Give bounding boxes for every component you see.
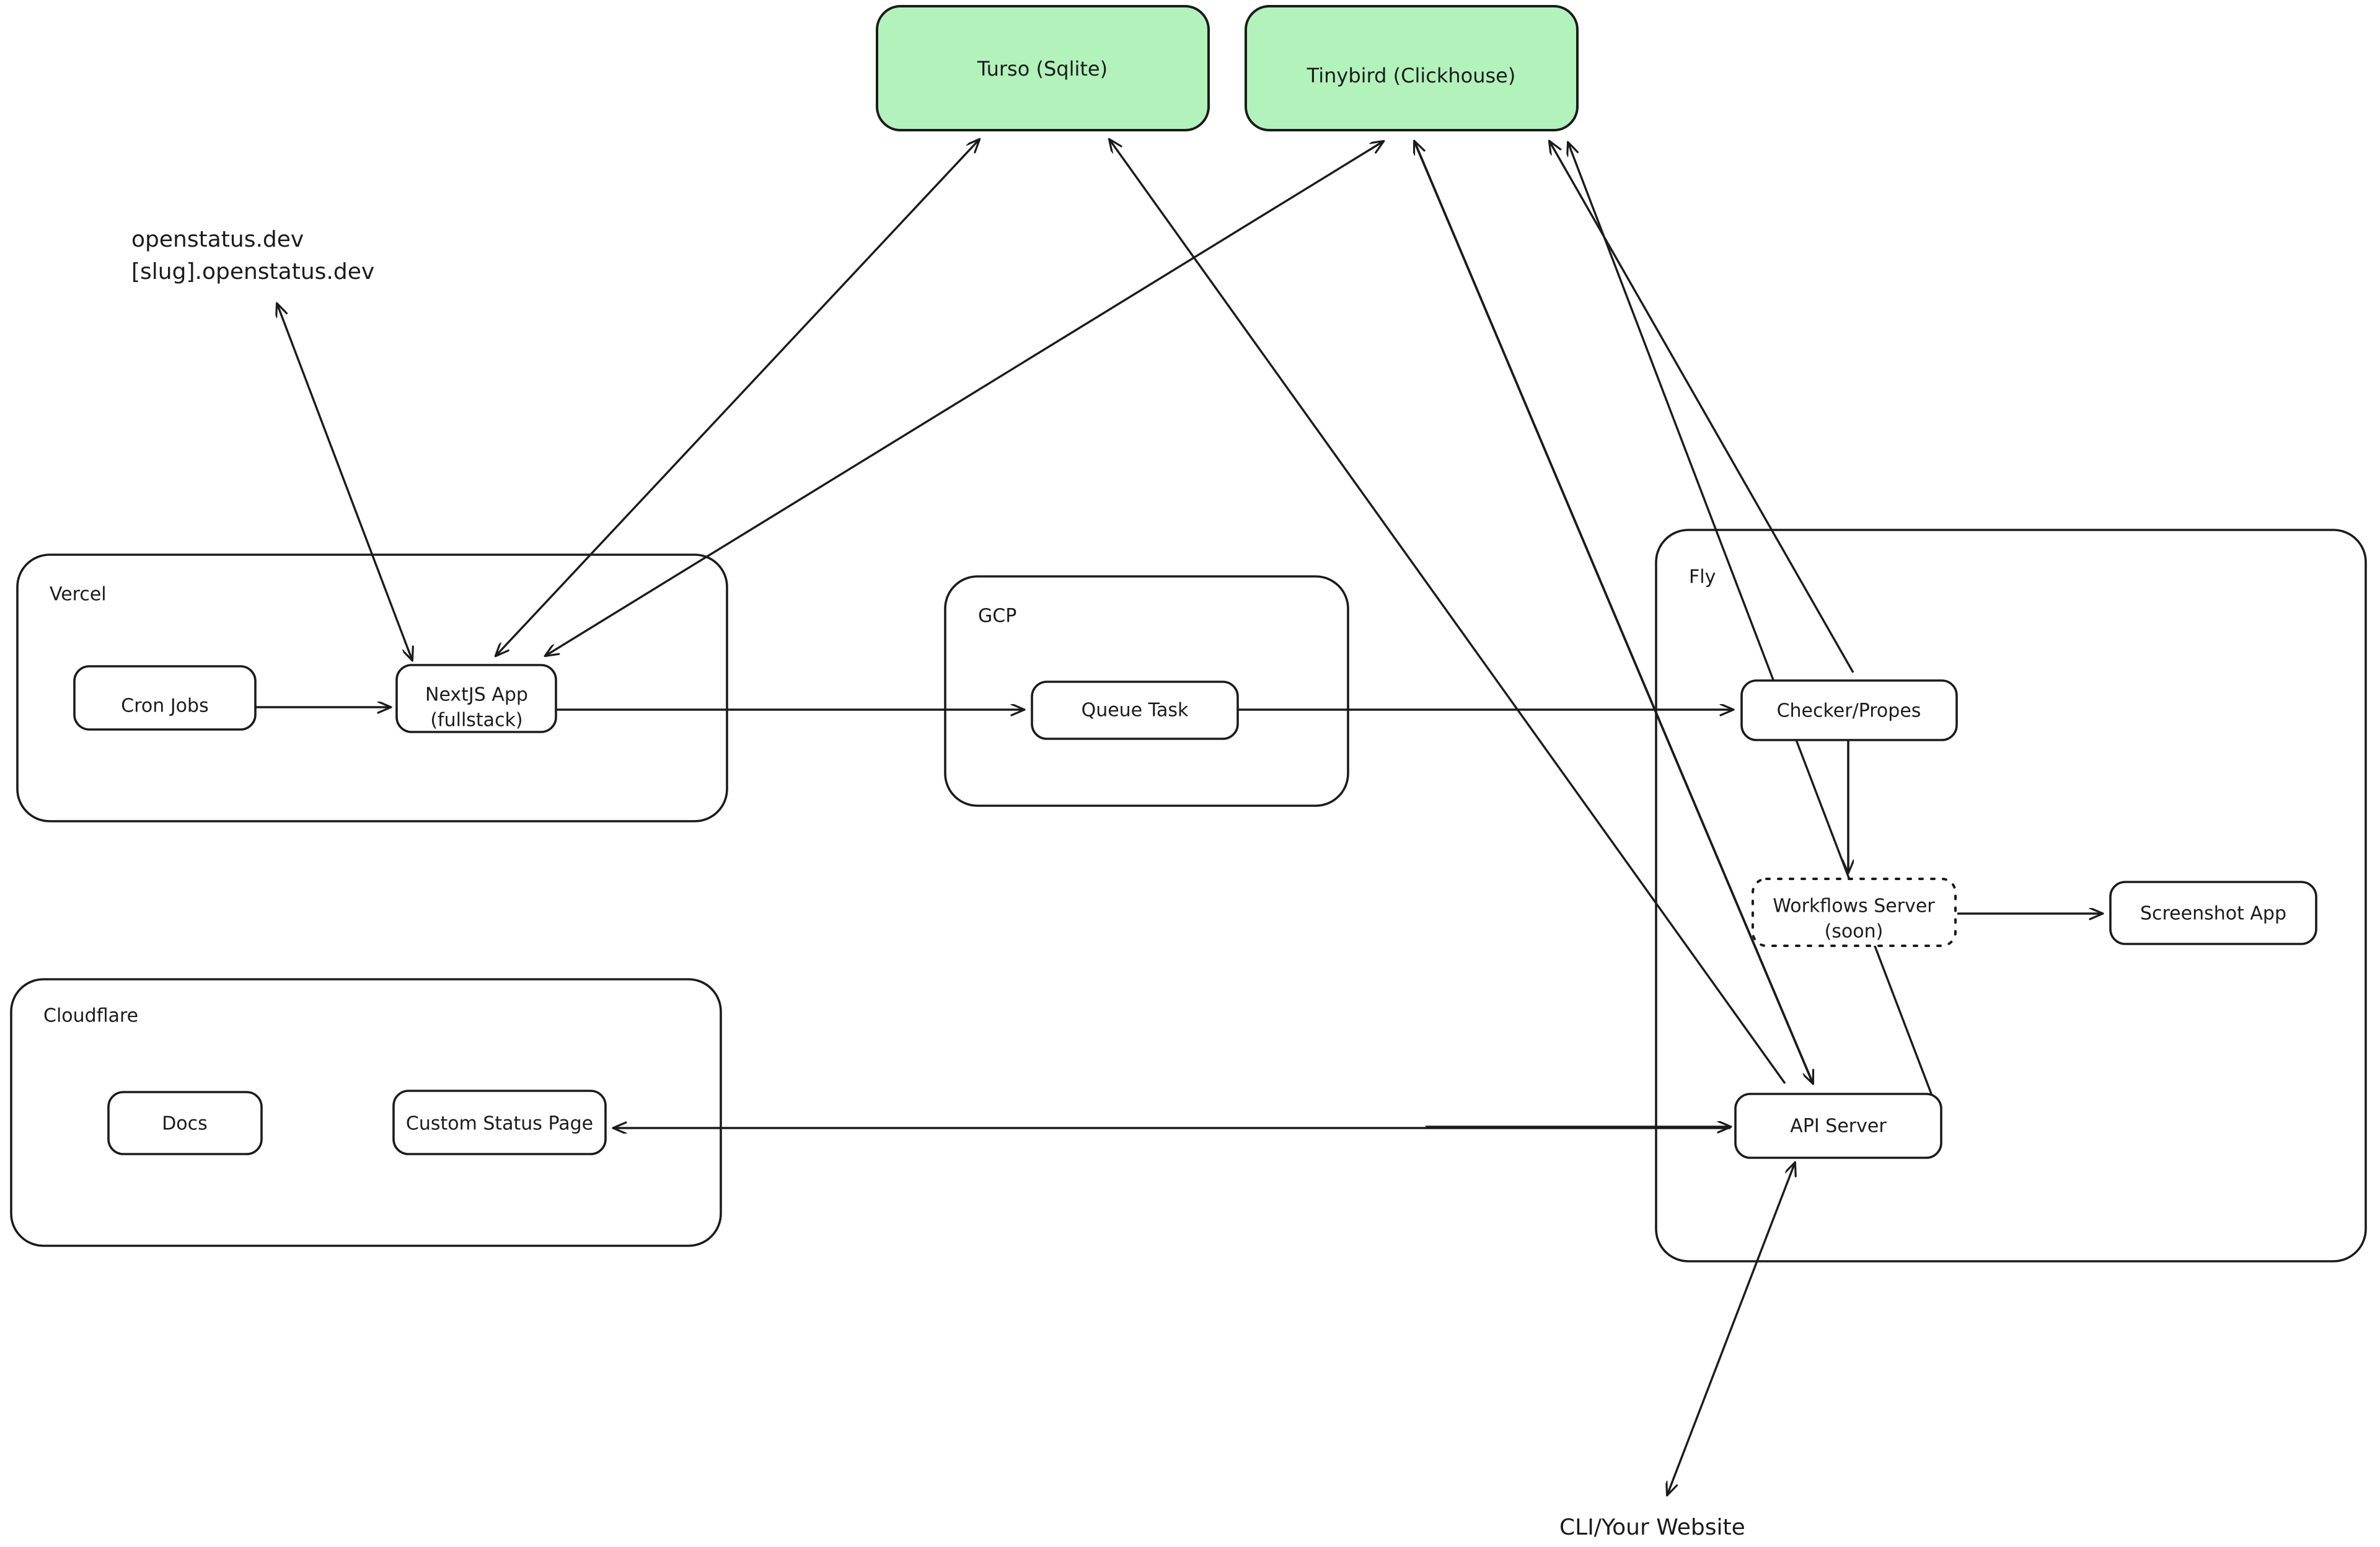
- edge-cli-to-api: [1667, 1163, 1795, 1495]
- group-vercel-label: Vercel: [50, 584, 107, 606]
- cli-your-website-label: CLI/Your Website: [1559, 1515, 1745, 1540]
- label-openstatus-domains: openstatus.dev [slug].openstatus.dev: [131, 227, 374, 284]
- edge-nextjs-to-tinybird: [545, 141, 1383, 656]
- node-workflows-server-sublabel: (soon): [1825, 921, 1884, 943]
- node-checker-propes[interactable]: Checker/Propes: [1740, 679, 1958, 741]
- node-screenshot-app-label: Screenshot App: [2140, 903, 2286, 925]
- openstatus-domain-primary: openstatus.dev: [131, 227, 304, 252]
- group-gcp-label: GCP: [978, 606, 1016, 627]
- node-workflows-server-label: Workflows Server: [1773, 896, 1935, 917]
- node-api-server-box[interactable]: [1734, 1093, 1942, 1159]
- edge-api-to-turso: [1109, 139, 1786, 1084]
- node-screenshot-app-box[interactable]: [2109, 881, 2317, 945]
- node-custom-status-page[interactable]: Custom Status Page: [392, 1090, 607, 1155]
- node-queue-task-label: Queue Task: [1082, 700, 1189, 721]
- openstatus-domain-slug: [slug].openstatus.dev: [131, 259, 374, 284]
- node-queue-task[interactable]: Queue Task: [1031, 681, 1239, 740]
- node-cron-jobs-box[interactable]: [73, 665, 257, 731]
- node-docs[interactable]: Docs: [107, 1091, 263, 1155]
- edge-nextjs-to-turso: [496, 139, 979, 656]
- node-custom-status-page-box[interactable]: [392, 1090, 607, 1155]
- node-api-server[interactable]: API Server: [1734, 1093, 1942, 1159]
- node-workflows-server-box[interactable]: [1752, 878, 1957, 947]
- node-docs-label: Docs: [162, 1113, 208, 1135]
- group-cloudflare: Cloudflare: [10, 978, 722, 1247]
- node-turso[interactable]: Turso (Sqlite): [876, 5, 1210, 131]
- node-nextjs-app-box[interactable]: [395, 664, 557, 733]
- node-tinybird[interactable]: Tinybird (Clickhouse): [1245, 5, 1579, 131]
- node-tinybird-box[interactable]: [1245, 5, 1579, 131]
- node-nextjs-app-sublabel: (fullstack): [430, 710, 522, 731]
- edge-nextjs-to-domains: [277, 304, 412, 660]
- group-cloudflare-label: Cloudflare: [43, 1005, 138, 1027]
- edge-api-loop-to-tinybird: [1568, 143, 1934, 1098]
- node-turso-label: Turso (Sqlite): [977, 57, 1108, 81]
- node-workflows-server[interactable]: Workflows Server (soon): [1752, 878, 1957, 947]
- edge-api-to-tinybird: [1414, 141, 1813, 1083]
- node-nextjs-app-label: NextJS App: [425, 684, 528, 706]
- node-checker-propes-box[interactable]: [1740, 679, 1958, 741]
- node-screenshot-app[interactable]: Screenshot App: [2109, 881, 2317, 945]
- label-cli-your-website: CLI/Your Website: [1559, 1515, 1745, 1540]
- node-queue-task-box[interactable]: [1031, 681, 1239, 740]
- node-cron-jobs[interactable]: Cron Jobs: [73, 665, 257, 731]
- node-tinybird-label: Tinybird (Clickhouse): [1307, 64, 1516, 87]
- node-api-server-label: API Server: [1790, 1116, 1887, 1137]
- group-fly-label: Fly: [1689, 566, 1716, 588]
- node-checker-propes-label: Checker/Propes: [1777, 700, 1921, 722]
- edge-checker-to-tinybird: [1549, 141, 1854, 673]
- node-cron-jobs-label: Cron Jobs: [121, 695, 208, 717]
- node-turso-box[interactable]: [876, 5, 1210, 131]
- node-docs-box[interactable]: [107, 1091, 263, 1155]
- group-cloudflare-border: [10, 978, 722, 1247]
- node-custom-status-page-label: Custom Status Page: [406, 1113, 593, 1135]
- node-nextjs-app[interactable]: NextJS App (fullstack): [395, 664, 557, 733]
